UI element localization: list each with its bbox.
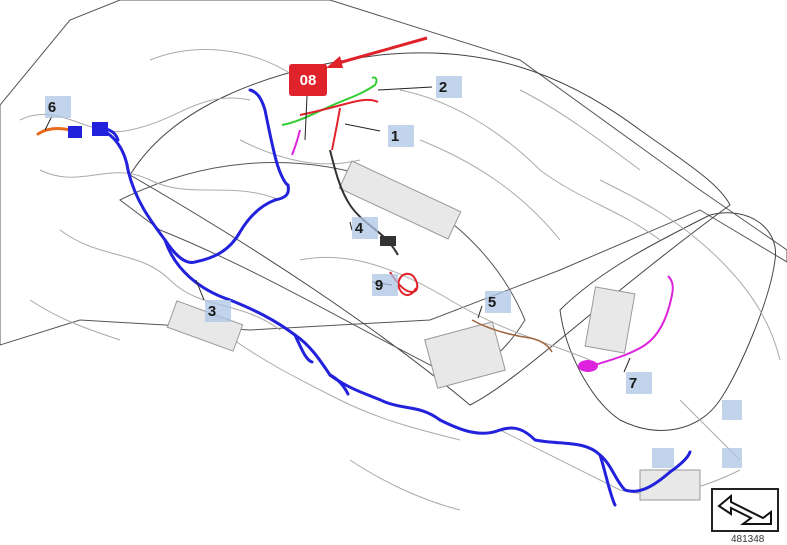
callout-3[interactable]: 3	[205, 300, 231, 322]
callout-7[interactable]: 7	[626, 372, 652, 394]
harness-magenta-front	[291, 129, 301, 156]
harness-9	[389, 271, 419, 296]
harness-1	[299, 98, 379, 151]
harness-5	[471, 319, 553, 353]
nav-arrow-box[interactable]	[711, 488, 779, 532]
harness-2	[281, 76, 378, 126]
callout-6-label: 6	[47, 98, 57, 116]
interior-outline	[119, 162, 526, 374]
callout-4-label: 4	[354, 219, 364, 237]
highlight-arrow-head	[326, 56, 343, 68]
callout-9-label: 9	[374, 276, 384, 294]
callout-2[interactable]: 2	[436, 76, 462, 98]
background-wiring	[19, 49, 781, 511]
callout-5[interactable]: 5	[485, 291, 511, 313]
callout-2-label: 2	[438, 78, 448, 96]
car-body-outline	[0, 0, 787, 346]
callout-6[interactable]: 6	[45, 96, 71, 118]
callout-4[interactable]: 4	[352, 217, 378, 239]
highlight-arrow	[334, 36, 428, 66]
callout-1-label: 1	[390, 127, 400, 145]
harness-6-connector	[68, 126, 82, 138]
callout-9[interactable]: 9	[372, 274, 398, 296]
callout-1[interactable]: 1	[388, 125, 414, 147]
rear-window-outline	[559, 212, 777, 431]
harness-7	[594, 275, 674, 366]
callout-7-label: 7	[628, 374, 638, 392]
reference-number: 481348	[731, 534, 765, 545]
harness-7-module	[578, 360, 598, 372]
leader-lines	[44, 86, 631, 373]
harness-4-connector	[380, 236, 396, 246]
harness-3-connector-front	[92, 122, 108, 136]
diagonal-arrow-icon	[717, 493, 772, 525]
callout-blank-1	[722, 400, 742, 420]
callout-5-label: 5	[487, 293, 497, 311]
main-harness-3	[96, 88, 692, 507]
callout-blank-2	[722, 448, 742, 468]
callout-3-label: 3	[207, 302, 217, 320]
callout-blank-3	[652, 448, 674, 468]
highlight-badge-08[interactable]: 08	[289, 64, 327, 96]
